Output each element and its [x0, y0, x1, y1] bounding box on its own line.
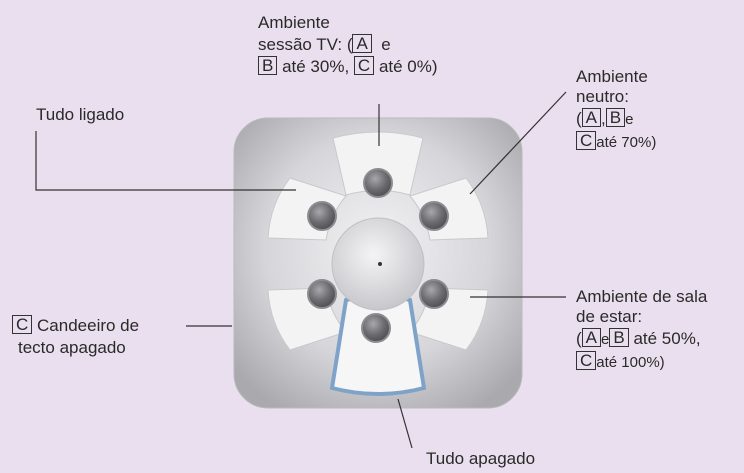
led-top-left: [307, 201, 337, 231]
box-b: B: [605, 108, 626, 127]
neutro-line1: Ambiente: [576, 67, 648, 86]
box-a: A: [581, 108, 602, 127]
box-c: C: [353, 56, 375, 75]
tv-line3-b: até 0%): [378, 57, 438, 76]
sala-line2: de estar:: [576, 307, 643, 326]
sala-pct: até 50%,: [633, 329, 701, 348]
box-b: B: [609, 328, 629, 347]
led-bottom-left: [307, 279, 337, 309]
led-top: [363, 168, 393, 198]
neutro-line2: neutro:: [576, 87, 629, 106]
sala-e: e: [601, 331, 610, 348]
sala-pct2: até 100%): [596, 354, 665, 371]
tv-line2-b: e: [371, 35, 391, 54]
tv-line1: Ambiente: [258, 13, 330, 32]
tv-line2-a: sessão TV: (: [258, 35, 353, 54]
box-c: C: [12, 315, 33, 334]
sala-paren: (: [576, 329, 582, 348]
label-ambiente-tv: Ambiente sessão TV: (A e B até 30%, C at…: [258, 12, 438, 78]
sala-line1: Ambiente de sala: [576, 287, 708, 306]
candeeiro-line1: Candeeiro de: [37, 316, 140, 335]
box-b: B: [258, 56, 278, 75]
tudo-apagado-text: Tudo apagado: [426, 449, 536, 468]
candeeiro-line2: tecto apagado: [18, 338, 126, 357]
box-c: C: [576, 131, 597, 150]
tv-line3-a: até 30%,: [282, 57, 350, 76]
neutro-paren: (: [576, 109, 582, 128]
led-bottom: [361, 313, 391, 343]
led-bottom-right: [419, 279, 449, 309]
neutro-comma: ,: [601, 109, 606, 128]
box-c: C: [576, 351, 597, 370]
label-tudo-apagado: Tudo apagado: [426, 448, 535, 470]
neutro-e: e: [625, 111, 634, 128]
tudo-ligado-text: Tudo ligado: [36, 105, 125, 124]
key-top: [332, 131, 424, 196]
label-tudo-ligado: Tudo ligado: [36, 104, 124, 126]
label-candeeiro: C Candeeiro de tecto apagado: [12, 315, 139, 359]
led-top-right: [419, 201, 449, 231]
box-a: A: [352, 34, 372, 53]
box-a: A: [581, 328, 602, 347]
neutro-pct: até 70%): [596, 134, 657, 151]
